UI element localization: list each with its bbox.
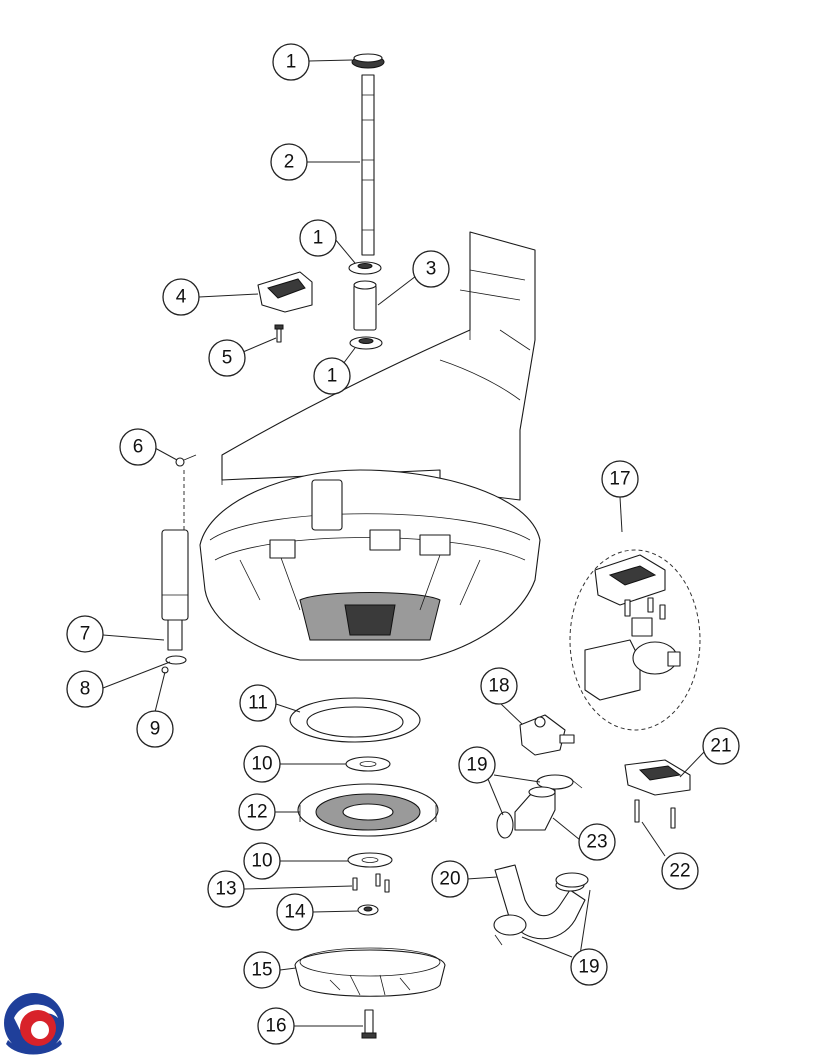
svg-text:8: 8 <box>80 679 91 700</box>
svg-text:6: 6 <box>133 437 144 458</box>
ring <box>289 697 421 743</box>
svg-text:10: 10 <box>251 851 272 872</box>
svg-text:23: 23 <box>586 832 607 853</box>
valve <box>519 714 575 756</box>
cover <box>294 947 446 997</box>
callout-17: 17 <box>601 460 639 498</box>
svg-text:5: 5 <box>222 348 233 369</box>
callout-11: 11 <box>239 684 277 722</box>
svg-text:1: 1 <box>286 52 297 73</box>
callout-23: 23 <box>578 823 616 861</box>
clamp-bottom-left <box>493 914 527 946</box>
clamp-bottom-right <box>555 872 589 888</box>
clamp-left <box>496 811 514 839</box>
svg-text:19: 19 <box>466 755 487 776</box>
washer-top <box>345 756 391 772</box>
svg-text:19: 19 <box>578 957 599 978</box>
bracket <box>257 271 313 313</box>
nut-14 <box>357 904 379 916</box>
brand-logo <box>4 993 64 1055</box>
callout-21: 21 <box>702 727 740 765</box>
svg-text:1: 1 <box>327 366 338 387</box>
svg-text:18: 18 <box>488 676 509 697</box>
callout-2: 2 <box>270 143 308 181</box>
callouts: 1 2 1 3 4 5 1 6 7 8 9 11 10 12 10 13 14 … <box>66 43 740 1045</box>
callout-13: 13 <box>207 870 245 908</box>
parts-drawing <box>161 53 701 1039</box>
callout-20: 20 <box>431 860 469 898</box>
svg-text:3: 3 <box>426 259 437 280</box>
svg-text:14: 14 <box>284 902 306 923</box>
callout-4: 4 <box>162 278 200 316</box>
pump-assembly <box>569 549 701 731</box>
callout-12: 12 <box>238 793 276 831</box>
screws-22 <box>634 799 676 829</box>
screw-5 <box>274 324 284 343</box>
callout-15: 15 <box>243 951 281 989</box>
svg-text:20: 20 <box>439 869 460 890</box>
svg-text:21: 21 <box>710 736 731 757</box>
svg-text:17: 17 <box>609 469 630 490</box>
leader-lines <box>102 59 705 1027</box>
svg-text:7: 7 <box>80 624 91 645</box>
bearing-top <box>351 53 385 69</box>
bearing-mid <box>348 261 382 275</box>
svg-text:9: 9 <box>150 719 161 740</box>
washer-bottom <box>347 852 393 868</box>
outer-tub <box>221 231 536 501</box>
bearing-bottom <box>349 336 383 350</box>
bolt-16 <box>361 1009 377 1039</box>
callout-8: 8 <box>66 670 104 708</box>
callout-5: 5 <box>208 339 246 377</box>
svg-text:13: 13 <box>215 879 236 900</box>
shaft <box>361 74 375 256</box>
actuator <box>161 529 189 651</box>
svg-text:12: 12 <box>246 802 267 823</box>
callout-16: 16 <box>257 1007 295 1045</box>
callout-22: 22 <box>661 852 699 890</box>
callout-18: 18 <box>480 667 518 705</box>
callout-1-top: 1 <box>272 43 310 81</box>
gear <box>297 783 439 837</box>
callout-9: 9 <box>136 710 174 748</box>
svg-text:1: 1 <box>313 228 324 249</box>
sleeve <box>353 280 377 331</box>
callout-3: 3 <box>412 250 450 288</box>
callout-14: 14 <box>276 893 314 931</box>
base-assembly <box>199 469 541 661</box>
svg-text:4: 4 <box>176 287 187 308</box>
svg-text:22: 22 <box>669 861 690 882</box>
callout-1-bottom: 1 <box>313 357 351 395</box>
callout-7: 7 <box>66 615 104 653</box>
bracket-21 <box>624 759 691 796</box>
callout-1-mid: 1 <box>299 219 337 257</box>
pin <box>175 454 197 530</box>
svg-text:11: 11 <box>248 693 268 714</box>
svg-text:16: 16 <box>265 1016 286 1037</box>
clip <box>165 655 187 665</box>
screws-13 <box>352 873 390 893</box>
svg-text:15: 15 <box>251 960 272 981</box>
callout-6: 6 <box>119 428 157 466</box>
elbow <box>514 786 556 831</box>
callout-10-top: 10 <box>243 745 281 783</box>
callout-10-bottom: 10 <box>243 842 281 880</box>
svg-text:2: 2 <box>284 152 295 173</box>
callout-19-bottom: 19 <box>570 948 608 986</box>
callout-19-top: 19 <box>458 746 496 784</box>
svg-text:10: 10 <box>251 754 272 775</box>
